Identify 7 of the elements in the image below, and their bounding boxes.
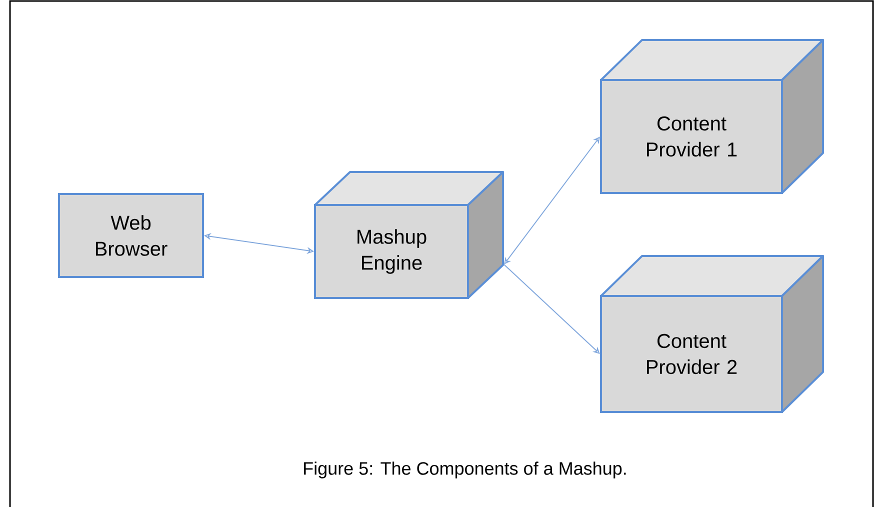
arrow	[504, 136, 600, 264]
arrow	[504, 264, 600, 354]
figure-caption: Figure 5: The Components of a Mashup.	[304, 462, 626, 478]
cube-box: Mashup Engine	[314, 171, 504, 299]
cube-box: Content Provider 2	[600, 255, 824, 413]
process-box: Web Browser	[58, 193, 204, 278]
cube-box: Content Provider 1	[600, 39, 824, 194]
